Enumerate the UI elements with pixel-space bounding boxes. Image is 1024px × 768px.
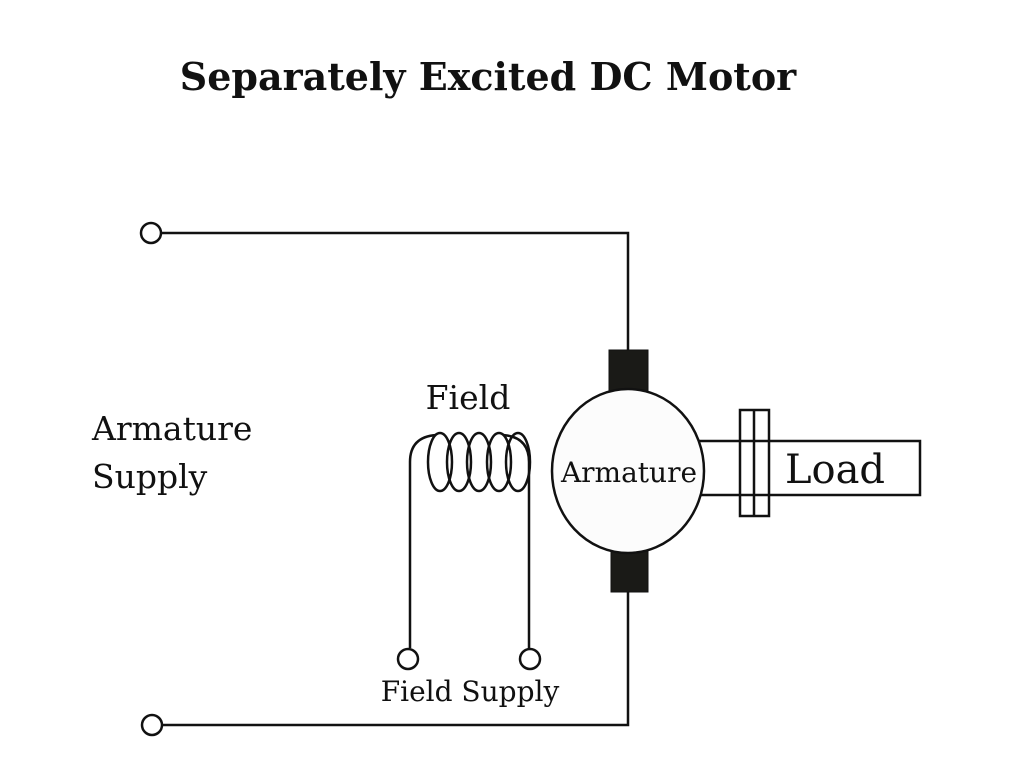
load-assembly: Load bbox=[688, 408, 922, 518]
motor: Armature bbox=[550, 349, 706, 593]
armature-top-wire bbox=[161, 231, 630, 351]
armature-label: Armature bbox=[560, 456, 697, 489]
coil-turn bbox=[485, 431, 513, 493]
field-supply-label: Field Supply bbox=[381, 675, 560, 708]
top-brush bbox=[608, 349, 649, 395]
coil-turn bbox=[426, 431, 454, 493]
coil-turn bbox=[465, 431, 493, 493]
field-coil-left-lead bbox=[408, 433, 437, 648]
armature-supply-terminal-negative bbox=[140, 713, 164, 737]
armature-supply-label-line1: Armature bbox=[91, 409, 252, 448]
coil-turn bbox=[504, 431, 532, 493]
armature-supply-terminal-positive bbox=[139, 221, 163, 245]
field-coil-icon bbox=[426, 431, 532, 493]
field-label: Field bbox=[426, 378, 511, 417]
load-label: Load bbox=[785, 447, 885, 493]
armature-bottom-wire bbox=[162, 591, 630, 727]
armature-rotor bbox=[550, 387, 706, 555]
armature-supply-circuit bbox=[139, 221, 630, 737]
coil-turn bbox=[445, 431, 473, 493]
field-supply-terminal-left bbox=[396, 647, 420, 671]
field-winding: Field Field Supply bbox=[381, 378, 560, 708]
shaft-load-box bbox=[688, 439, 922, 497]
field-supply-terminal-right bbox=[518, 647, 542, 671]
armature-supply-label-line2: Supply bbox=[92, 457, 208, 496]
bottom-brush bbox=[610, 547, 649, 593]
armature-supply-label: Armature Supply bbox=[91, 409, 263, 496]
diagram-title: Separately Excited DC Motor bbox=[180, 54, 797, 99]
